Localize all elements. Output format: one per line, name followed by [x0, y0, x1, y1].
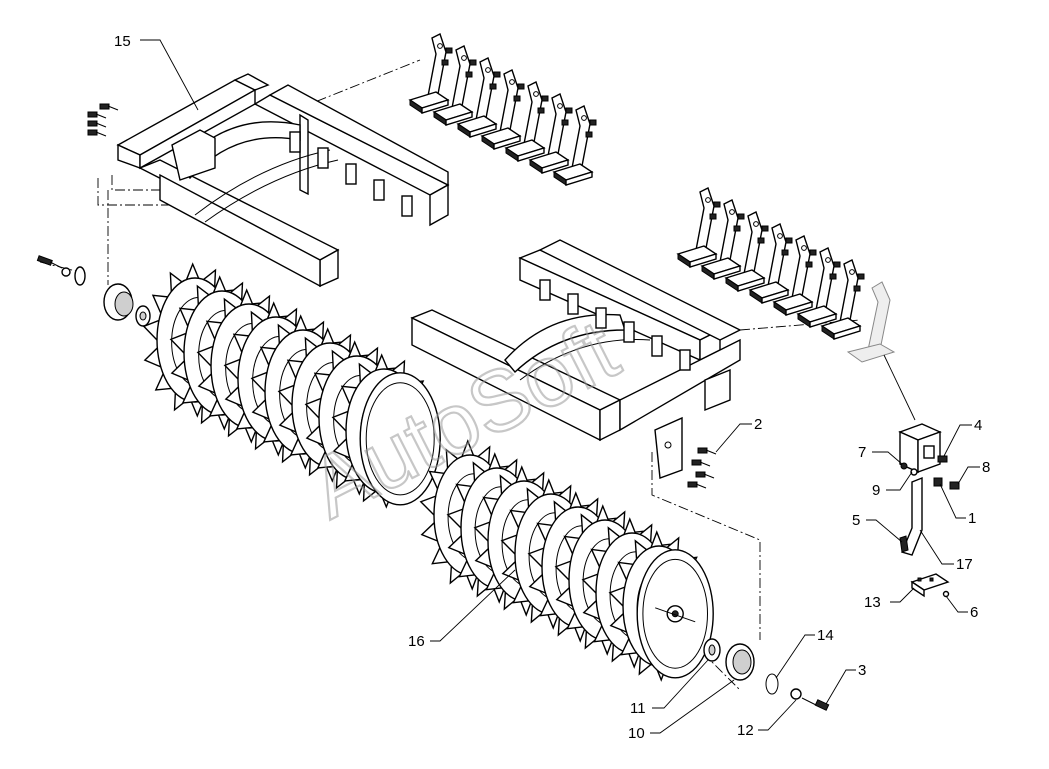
spring-tine — [796, 247, 841, 328]
upper-tine-row — [408, 33, 597, 186]
spring-tine — [748, 223, 793, 304]
callout-9: 9 — [872, 482, 880, 499]
spring-tine — [504, 81, 549, 162]
callout-7: 7 — [858, 444, 866, 461]
callout-14: 14 — [817, 627, 834, 644]
spring-tine — [432, 45, 477, 126]
frame-bolts — [87, 103, 119, 137]
callout-8: 8 — [982, 459, 990, 476]
left-roller — [142, 262, 441, 509]
spring-tine — [724, 211, 769, 292]
spring-tine — [456, 57, 501, 138]
right-roller — [419, 439, 714, 682]
spring-tine — [676, 187, 721, 268]
spring-tine — [820, 259, 865, 340]
callout-3: 3 — [858, 662, 866, 679]
callout-2: 2 — [754, 416, 762, 433]
callout-13: 13 — [864, 594, 881, 611]
callout-4: 4 — [974, 417, 982, 434]
lower-frame-bolts — [687, 447, 717, 489]
callout-17: 17 — [956, 556, 973, 573]
spring-tine — [528, 93, 573, 174]
callout-11: 11 — [630, 700, 646, 717]
ghost-tine — [846, 281, 916, 421]
spring-tine — [700, 199, 745, 280]
callout-5: 5 — [852, 512, 860, 529]
spring-tine — [772, 235, 817, 316]
callout-10: 10 — [628, 725, 645, 742]
callout-16: 16 — [408, 633, 425, 650]
left-bearing-parts — [36, 255, 151, 327]
right-tine-row — [676, 187, 865, 340]
callout-1: 1 — [968, 510, 976, 527]
lower-frame — [410, 239, 742, 479]
callout-6: 6 — [970, 604, 978, 621]
upper-frame — [116, 73, 450, 288]
leader-lines — [140, 39, 980, 734]
tine-detail-assembly — [898, 423, 960, 598]
spring-tine — [480, 69, 525, 150]
callout-12: 12 — [737, 722, 754, 739]
roller-end-plate — [359, 372, 441, 506]
callout-labels: 15 2 4 7 8 9 1 5 17 13 6 16 14 3 11 12 1… — [114, 33, 990, 742]
spring-tine — [408, 33, 453, 114]
callout-15: 15 — [114, 33, 131, 50]
right-bearing-parts — [703, 638, 830, 711]
spring-tine — [552, 105, 597, 186]
